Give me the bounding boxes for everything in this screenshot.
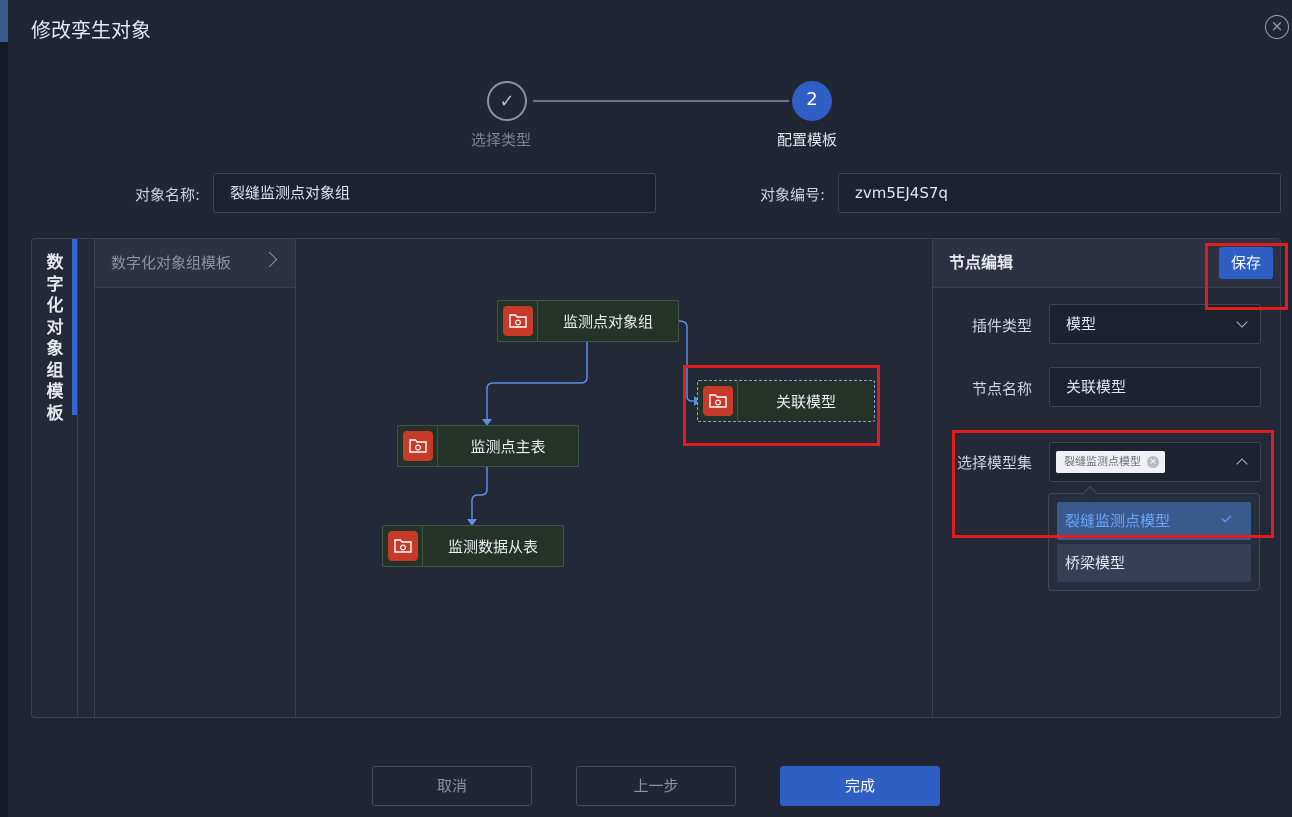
- flow-node-main-table[interactable]: 监测点主表: [397, 425, 579, 467]
- object-code-label: 对象编号:: [760, 186, 826, 204]
- folder-sync-icon: [702, 386, 733, 416]
- tag-close-icon[interactable]: ×: [1147, 456, 1159, 468]
- node-editor-title: 节点编辑: [949, 253, 1014, 272]
- folder-sync-icon: [387, 531, 418, 561]
- node-editor-panel: 节点编辑 保存 插件类型 模型 节点名称 关联模型 选择模型集 裂缝监测点模型 …: [932, 239, 1280, 717]
- connector-group-to-main: [486, 341, 588, 420]
- left-edge-strip: [0, 0, 8, 817]
- previous-step-button[interactable]: 上一步: [576, 766, 736, 806]
- close-icon[interactable]: ×: [1265, 15, 1289, 39]
- template-tree: 数字化对象组模板: [94, 239, 296, 717]
- step-1-label: 选择类型: [471, 131, 532, 149]
- step-2-label: 配置模板: [777, 131, 838, 149]
- object-name-label: 对象名称:: [135, 186, 201, 204]
- template-tree-header[interactable]: 数字化对象组模板: [95, 239, 295, 288]
- plugin-type-value: 模型: [1066, 315, 1097, 333]
- node-name-label: 节点名称: [972, 380, 1033, 398]
- main-panel: 数字化对象组模板 数字化对象组模板 监测点对象组 关联模型: [31, 238, 1281, 718]
- finish-button[interactable]: 完成: [780, 766, 940, 806]
- arrow-main: [482, 419, 492, 426]
- flow-connectors: [467, 320, 701, 526]
- flow-node-related-model[interactable]: 关联模型: [697, 380, 875, 422]
- model-set-dropdown: 裂缝监测点模型 桥梁模型: [1048, 485, 1260, 591]
- highlight-box-model-set: [952, 430, 1274, 538]
- arrow-detail: [467, 519, 477, 526]
- flow-node-object-group[interactable]: 监测点对象组: [497, 300, 679, 342]
- folder-sync-icon: [502, 306, 533, 336]
- step-2-number: 2: [792, 81, 832, 121]
- model-set-select[interactable]: 裂缝监测点模型 ×: [1049, 442, 1261, 482]
- chevron-down-icon: [1236, 316, 1248, 328]
- flow-node-detail-table[interactable]: 监测数据从表: [382, 525, 564, 567]
- node-editor-header: 节点编辑 保存: [933, 239, 1280, 288]
- dropdown-option-label: 桥梁模型: [1065, 554, 1126, 572]
- connector-main-to-detail: [471, 466, 488, 520]
- dropdown-option[interactable]: 桥梁模型: [1057, 544, 1251, 582]
- dropdown-option-label: 裂缝监测点模型: [1065, 512, 1171, 530]
- selected-model-tag: 裂缝监测点模型 ×: [1056, 451, 1165, 473]
- plugin-type-select[interactable]: 模型: [1049, 304, 1261, 344]
- flow-node-label: 监测点主表: [470, 437, 546, 456]
- object-code-input[interactable]: zvm5EJ4S7q: [838, 173, 1281, 213]
- step-connector: [533, 100, 789, 102]
- node-name-input[interactable]: 关联模型: [1049, 367, 1261, 407]
- side-tab[interactable]: 数字化对象组模板: [32, 239, 78, 717]
- flow-node-label: 关联模型: [775, 392, 836, 411]
- cancel-button[interactable]: 取消: [372, 766, 532, 806]
- step-1-check-icon: ✓: [487, 81, 527, 121]
- object-name-input[interactable]: 裂缝监测点对象组: [213, 173, 656, 213]
- template-tree-header-label: 数字化对象组模板: [111, 254, 232, 272]
- side-tab-accent: [72, 239, 77, 415]
- plugin-type-label: 插件类型: [972, 317, 1033, 335]
- connector-group-to-model: [678, 320, 696, 402]
- flow-node-label: 监测数据从表: [447, 537, 538, 556]
- save-button[interactable]: 保存: [1219, 247, 1273, 279]
- model-set-label: 选择模型集: [957, 454, 1033, 472]
- flow-node-label: 监测点对象组: [562, 312, 653, 331]
- dropdown-option[interactable]: 裂缝监测点模型: [1057, 502, 1251, 540]
- highlight-box-node: [683, 365, 880, 446]
- left-edge-thumb: [0, 0, 8, 42]
- dialog-title: 修改孪生对象: [31, 18, 151, 42]
- folder-sync-icon: [402, 431, 433, 461]
- highlight-box-save: [1205, 243, 1288, 310]
- selected-model-tag-label: 裂缝监测点模型: [1064, 455, 1141, 468]
- side-tab-label: 数字化对象组模板: [46, 253, 64, 424]
